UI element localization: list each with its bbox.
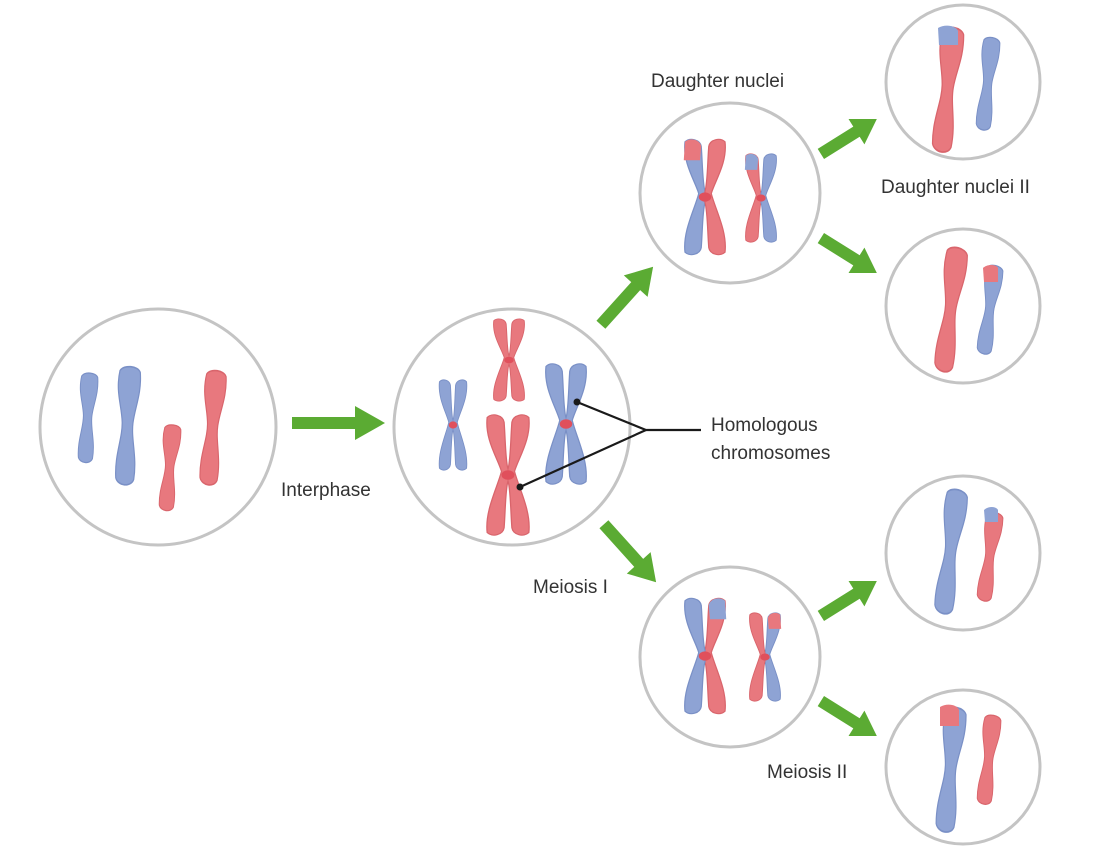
label-daughter-nuclei: Daughter nuclei: [651, 71, 785, 92]
label-interphase: Interphase: [281, 480, 371, 501]
nucleus-ii-2-chromosomes: [931, 244, 1005, 376]
daughter-nucleus-top: [638, 101, 822, 285]
nucleus-ii-1-chromosomes: [928, 24, 1002, 155]
arrow-meiosis-i-up: [596, 266, 654, 329]
label-homologous-line2: chromosomes: [711, 442, 831, 464]
nucleus-ii-3-chromosomes: [931, 486, 1005, 618]
interphase-cell: [38, 307, 278, 547]
label-meiosis-ii: Meiosis II: [767, 762, 848, 783]
homologous-leader-lines: [516, 398, 701, 491]
label-homologous-line1: Homologous: [711, 415, 818, 436]
arrow-meiosis-i-down: [599, 520, 657, 583]
arrow-meiosis-ii-2: [817, 232, 877, 274]
daughter-nucleus-ii-4: [884, 688, 1042, 846]
arrow-interphase: [292, 406, 385, 440]
label-meiosis-i: Meiosis I: [533, 577, 608, 598]
daughter-nucleus-ii-2: [884, 227, 1042, 385]
label-homologous: Homologous chromosomes: [711, 414, 830, 466]
arrow-meiosis-ii-3: [817, 580, 877, 622]
nucleus-ii-4-chromosomes: [932, 704, 1003, 835]
arrow-meiosis-ii-1: [817, 118, 877, 160]
arrow-meiosis-ii-4: [817, 695, 877, 737]
daughter-nucleus-ii-1: [884, 3, 1042, 161]
daughter-nucleus-ii-3: [884, 474, 1042, 632]
label-daughter-nuclei-ii: Daughter nuclei II: [881, 177, 1030, 198]
daughter-nucleus-bottom: [638, 565, 822, 749]
